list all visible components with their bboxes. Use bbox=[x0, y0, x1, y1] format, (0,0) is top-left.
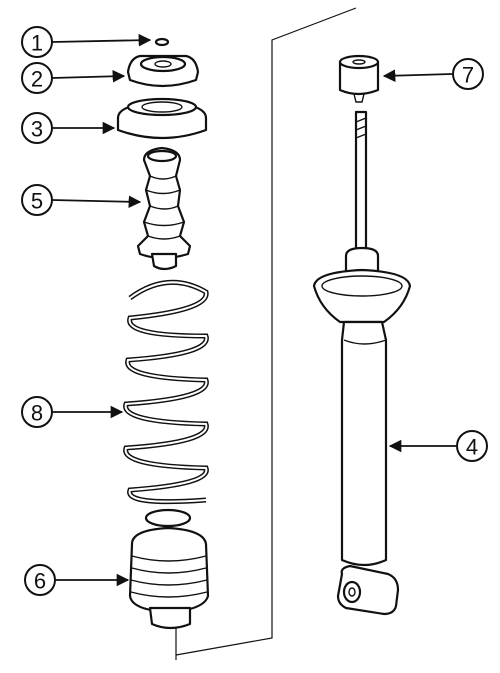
callout-4-label: 4 bbox=[466, 435, 478, 460]
part-upper-mount bbox=[126, 54, 200, 88]
alignment-lines bbox=[175, 7, 357, 660]
callout-3: 3 bbox=[21, 112, 53, 144]
callout-5: 5 bbox=[21, 184, 53, 216]
part-spring-plate bbox=[116, 97, 208, 140]
part-dust-boot bbox=[128, 508, 210, 630]
callout-7-label: 7 bbox=[462, 63, 474, 88]
part-bump-stop bbox=[136, 146, 192, 271]
callout-1: 1 bbox=[21, 26, 53, 58]
callout-1-label: 1 bbox=[31, 31, 43, 56]
callout-4: 4 bbox=[456, 430, 488, 462]
leader-lines bbox=[51, 33, 456, 587]
callout-8-label: 8 bbox=[31, 401, 43, 426]
part-nut bbox=[154, 37, 170, 47]
part-rubber-bush bbox=[338, 54, 380, 103]
callout-6-label: 6 bbox=[34, 569, 46, 594]
callout-8: 8 bbox=[21, 396, 53, 428]
callout-2-label: 2 bbox=[31, 67, 43, 92]
callout-5-label: 5 bbox=[31, 189, 43, 214]
callout-6: 6 bbox=[24, 564, 56, 596]
part-coil-spring bbox=[123, 279, 209, 505]
callout-2: 2 bbox=[21, 62, 53, 94]
callout-7: 7 bbox=[452, 58, 484, 90]
part-shock-absorber bbox=[312, 110, 412, 616]
callout-3-label: 3 bbox=[31, 117, 43, 142]
